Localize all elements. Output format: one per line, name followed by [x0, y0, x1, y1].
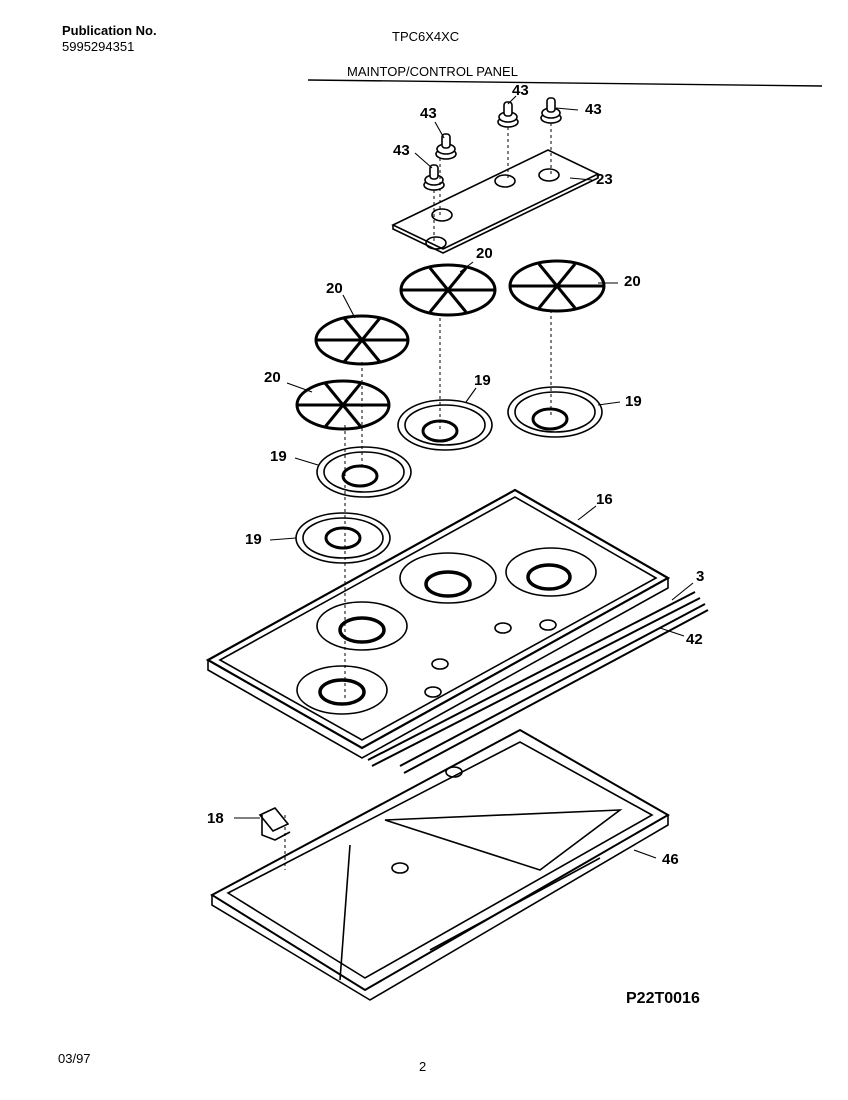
- label-bowl-4: 19: [245, 531, 262, 548]
- grate-part-4: [295, 379, 391, 431]
- maintop-part: [205, 488, 671, 759]
- title-rule: [307, 79, 823, 87]
- bowl-part-2: [507, 386, 603, 438]
- publication-number: 5995294351: [62, 39, 135, 54]
- knob-part-3: [497, 101, 519, 128]
- label-grate-4: 20: [264, 369, 281, 386]
- label-control-panel: 23: [596, 171, 613, 188]
- section-title: MAINTOP/CONTROL PANEL: [347, 64, 518, 79]
- grate-part-2: [508, 259, 606, 313]
- trim-strip-42: [399, 603, 709, 774]
- grate-part-1: [399, 263, 497, 317]
- diagram-code: P22T0016: [626, 990, 700, 1007]
- footer-page-number: 2: [419, 1059, 427, 1074]
- label-trim-3: 3: [696, 568, 705, 585]
- model-number: TPC6X4XC: [392, 29, 460, 44]
- bowl-part-1: [397, 399, 493, 451]
- knob-part-2: [423, 164, 445, 191]
- bracket-part-18: [258, 807, 291, 841]
- label-knob-2: 43: [393, 142, 410, 159]
- label-trim-42: 42: [686, 631, 703, 648]
- label-grate-2: 20: [326, 280, 343, 297]
- label-grate-1: 20: [476, 245, 493, 262]
- label-bowl-3: 19: [270, 448, 287, 465]
- leader-lines: [234, 95, 694, 859]
- burner-box-part: [210, 728, 671, 1001]
- footer-date: 03/97: [58, 1051, 91, 1066]
- label-bowl-2: 19: [625, 393, 642, 410]
- label-knob-1: 43: [420, 105, 437, 122]
- bowl-part-3: [316, 446, 412, 498]
- grate-part-3: [314, 314, 410, 366]
- label-knob-4: 43: [585, 101, 602, 118]
- label-knob-3: 43: [512, 82, 529, 99]
- label-grate-3: 20: [624, 273, 641, 290]
- label-bracket-18: 18: [207, 810, 224, 827]
- label-bowl-1: 19: [474, 372, 491, 389]
- label-burner-box: 46: [662, 851, 679, 868]
- control-panel-part: [391, 149, 600, 254]
- bowl-part-4: [295, 512, 391, 564]
- knob-part-1: [435, 133, 457, 160]
- publication-label: Publication No.: [62, 23, 157, 38]
- label-maintop: 16: [596, 491, 613, 508]
- trim-strip-3: [367, 591, 701, 767]
- knob-part-4: [540, 97, 562, 124]
